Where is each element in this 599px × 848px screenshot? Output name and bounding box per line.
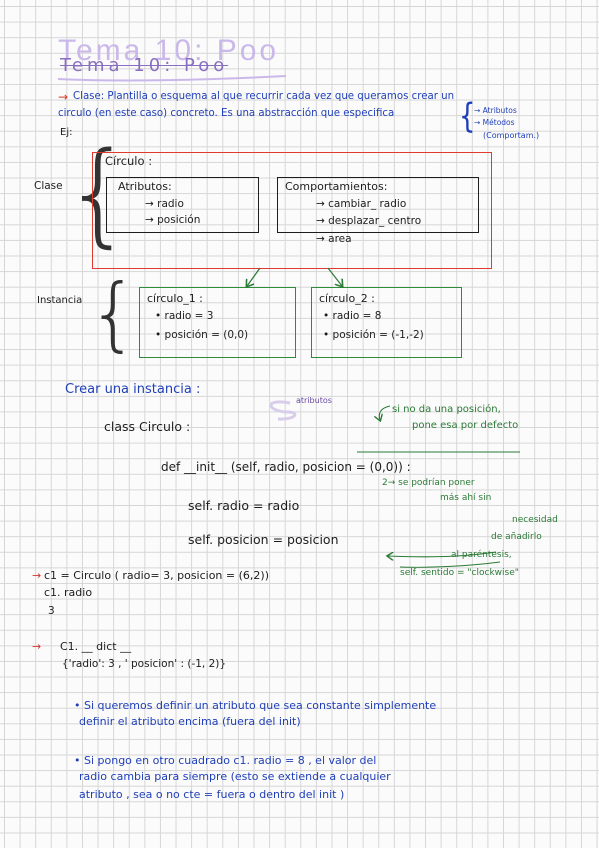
page-title-crossed: Tema 10: Poo (60, 55, 229, 76)
bullet-2-line-3: atributo , sea o no cte = fuera o dentro… (79, 788, 345, 801)
intro-arrow: → (58, 90, 69, 104)
code-line-self-radio: self. radio = radio (188, 498, 300, 513)
clase-brace: { (63, 129, 135, 259)
code-line-class: class Circulo : (104, 419, 191, 434)
attributes-box (106, 177, 259, 233)
default-note-1: si no da una posición, (392, 404, 501, 415)
arrow-to-instance-1 (247, 267, 261, 286)
more-attrs-arrow (388, 551, 497, 557)
attributes-title: Atributos: (118, 180, 172, 193)
spec-brace: { (459, 97, 476, 137)
class-box (92, 152, 492, 269)
usage-arrow: → (32, 569, 42, 582)
instance-2-box (311, 287, 462, 358)
behaviours-box (277, 177, 479, 233)
create-instance-heading: Crear una instancia : (65, 382, 201, 397)
bullet-1-line-2: definir el atributo encima (fuera del in… (79, 715, 301, 728)
clase-label: Clase (34, 180, 63, 192)
intro-line-1: Clase: Plantilla o esquema al que recurr… (73, 91, 455, 102)
code-line-self-posicion: self. posicion = posicion (188, 532, 339, 547)
default-note-2: pone esa por defecto (412, 420, 519, 431)
spec-item-methods: → Métodos (474, 118, 515, 127)
code-line-def: def __init__ (self, radio, posicion = (0… (161, 460, 411, 474)
note-more-attrs-5: al paréntesis, (451, 550, 512, 560)
behaviour-area: → area (316, 233, 352, 245)
atributos-note: atributos (296, 396, 332, 405)
dict-arrow: → (32, 640, 42, 653)
note-more-attrs-3: necesidad (512, 515, 558, 525)
atributos-pointer (269, 400, 297, 421)
dict-line-call: C1. __ dict __ (60, 640, 132, 653)
instance-1-radio: • radio = 3 (155, 310, 214, 322)
class-name: Círculo : (105, 154, 153, 168)
bullet-2-line-2: radio cambia para siempre (esto se extie… (79, 770, 391, 783)
note-more-attrs-2: más ahí sin (440, 493, 492, 503)
instance-2-title: círculo_2 : (319, 292, 375, 305)
usage-line-instantiate: c1 = Circulo ( radio= 3, posicion = (6,2… (44, 569, 269, 582)
instance-2-posicion: • posición = (-1,-2) (323, 329, 424, 341)
attribute-radio: → radio (145, 198, 184, 210)
bullet-2-line-1: • Si pongo en otro cuadrado c1. radio = … (74, 754, 377, 767)
more-attrs-underline (399, 561, 501, 568)
dict-line-output: {'radio': 3 , ' posicion' : (-1, 2)} (62, 658, 227, 670)
intro-line-2: circulo (en este caso) concreto. Es una … (58, 108, 395, 119)
attribute-posicion: → posición (145, 214, 201, 226)
spec-item-attributes: → Atributos (474, 106, 517, 115)
instance-1-box (139, 287, 296, 358)
note-more-attrs-6: self. sentido = "clockwise" (400, 568, 519, 578)
default-note-pointer (379, 405, 391, 420)
behaviours-title: Comportamientos: (285, 180, 388, 193)
behaviour-desplazar-centro: → desplazar_ centro (316, 215, 422, 227)
usage-line-result: 3 (48, 605, 55, 617)
intro-ej: Ej: (60, 127, 73, 138)
instance-1-title: círculo_1 : (147, 292, 203, 305)
usage-line-attr: c1. radio (44, 586, 93, 599)
arrow-to-instance-2 (327, 267, 342, 286)
note-more-attrs-4: de añadirlo (491, 532, 542, 542)
spec-item-behaviour: (Comportam.) (483, 131, 540, 140)
page-title-faded: Tema 10: Poo (58, 34, 280, 67)
title-underline (57, 75, 287, 82)
bullet-1-line-1: • Si queremos definir un atributo que se… (74, 699, 437, 712)
note-more-attrs-1: 2→ se podrían poner (382, 478, 475, 488)
instancia-label: Instancia (37, 295, 83, 306)
instancia-brace: { (88, 267, 139, 360)
behaviour-cambiar-radio: → cambiar_ radio (316, 198, 407, 210)
instance-2-radio: • radio = 8 (323, 310, 382, 322)
instance-1-posicion: • posición = (0,0) (155, 329, 249, 341)
